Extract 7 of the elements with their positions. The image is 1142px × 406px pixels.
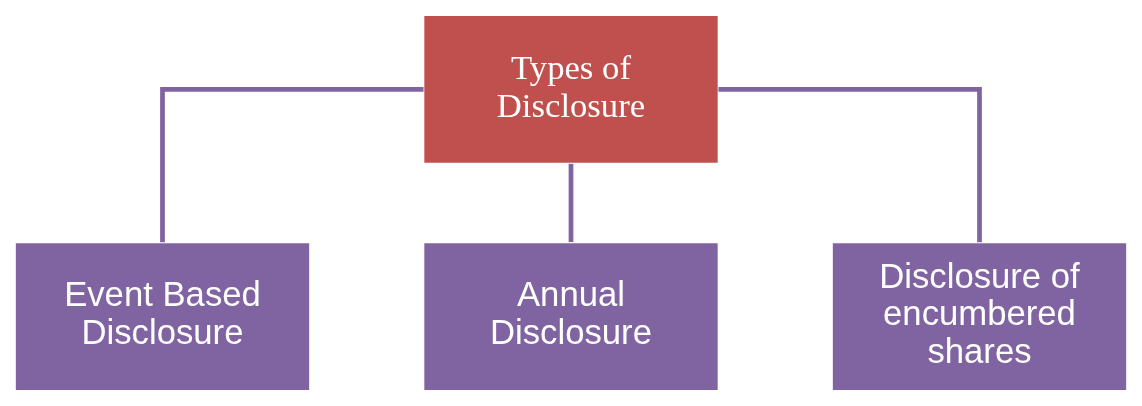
node-box: Event Based Disclosure (14, 241, 311, 392)
node-box: Annual Disclosure (422, 241, 720, 392)
connector (160, 87, 424, 243)
node-box: Types of Disclosure (422, 14, 720, 165)
connector (568, 163, 574, 242)
connector (718, 87, 982, 243)
node-box: Disclosure of encumbered shares (831, 241, 1128, 392)
